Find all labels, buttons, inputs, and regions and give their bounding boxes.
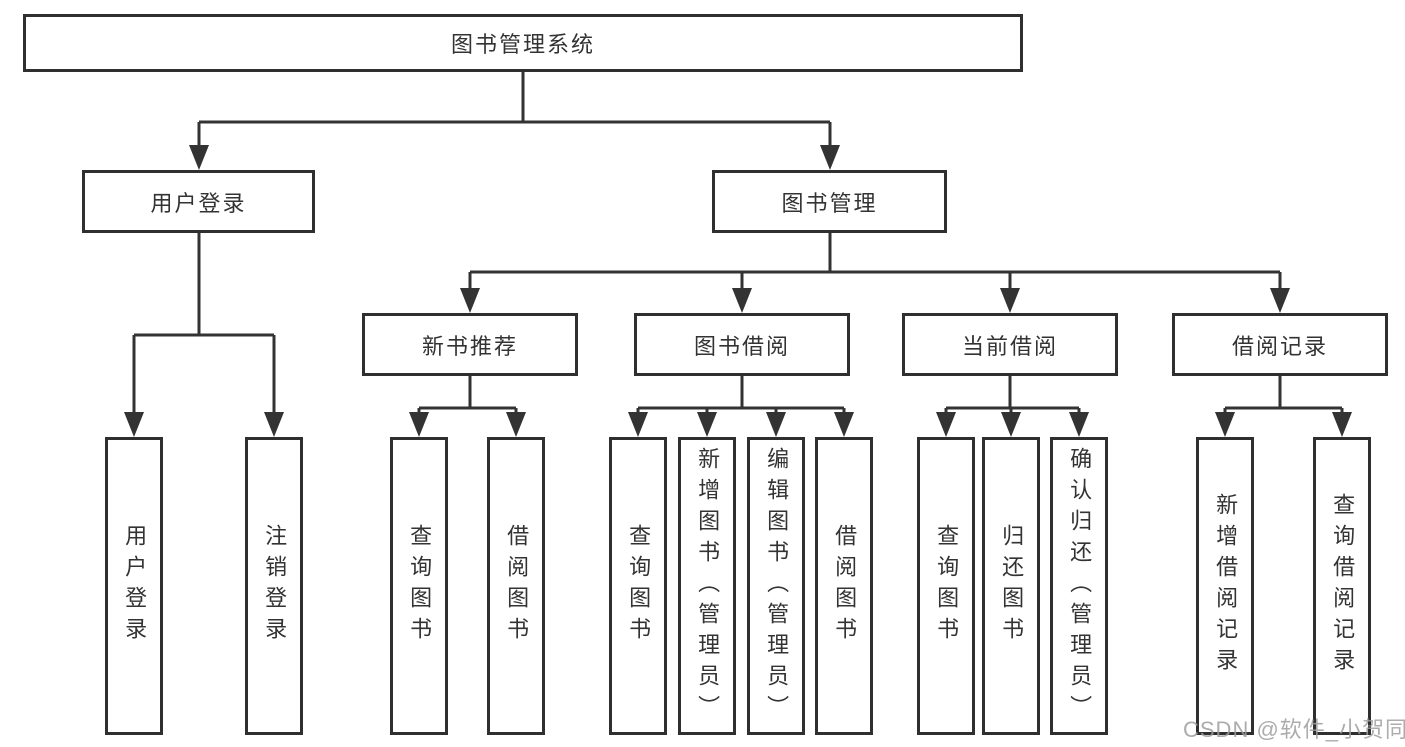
csdn-watermark: CSDN @软件_小贺同学 (1183, 717, 1405, 742)
leaf-recommend-borrow-book-label: 借阅图书 (504, 524, 530, 648)
leaf-borrow-add-book-admin: 新增图书（管理员） (678, 437, 736, 735)
leaf-borrow-edit-book-admin-label: 编辑图书（管理员） (764, 446, 790, 726)
leaf-current-query-book-label: 查询图书 (934, 524, 960, 648)
leaf-current-query-book: 查询图书 (917, 437, 975, 735)
node-new-book-recommend: 新书推荐 (362, 313, 578, 376)
leaf-user-login-label: 用户登录 (122, 524, 148, 648)
arrowheads (124, 145, 1352, 437)
leaf-records-add-record-label: 新增借阅记录 (1213, 493, 1239, 679)
leaf-recommend-borrow-book: 借阅图书 (487, 437, 545, 735)
node-library-system: 图书管理系统 (23, 14, 1023, 72)
leaf-borrow-edit-book-admin: 编辑图书（管理员） (747, 437, 805, 735)
leaf-borrow-borrow-book-label: 借阅图书 (832, 524, 858, 648)
node-book-management-label: 图书管理 (781, 190, 878, 216)
leaf-records-query-record: 查询借阅记录 (1313, 437, 1371, 735)
node-new-book-recommend-label: 新书推荐 (421, 333, 518, 359)
leaf-current-return-book-label: 归还图书 (999, 524, 1025, 648)
leaf-current-confirm-return-admin-label: 确认归还（管理员） (1067, 446, 1093, 726)
leaf-recommend-query-book-label: 查询图书 (407, 524, 433, 648)
node-borrow-records: 借阅记录 (1172, 313, 1388, 376)
leaf-records-query-record-label: 查询借阅记录 (1330, 493, 1356, 679)
leaf-records-add-record: 新增借阅记录 (1196, 437, 1254, 735)
node-user-login: 用户登录 (82, 170, 315, 233)
leaf-logout: 注销登录 (245, 437, 303, 735)
leaf-borrow-query-book-label: 查询图书 (626, 524, 652, 648)
leaf-borrow-borrow-book: 借阅图书 (815, 437, 873, 735)
leaf-current-return-book: 归还图书 (982, 437, 1040, 735)
node-book-borrow-label: 图书借阅 (693, 333, 790, 359)
leaf-current-confirm-return-admin: 确认归还（管理员） (1050, 437, 1108, 735)
node-current-borrow: 当前借阅 (902, 313, 1118, 376)
leaf-borrow-query-book: 查询图书 (609, 437, 667, 735)
leaf-recommend-query-book: 查询图书 (390, 437, 448, 735)
node-borrow-records-label: 借阅记录 (1231, 333, 1328, 359)
leaf-logout-label: 注销登录 (262, 524, 288, 648)
node-current-borrow-label: 当前借阅 (961, 333, 1058, 359)
node-book-management: 图书管理 (712, 170, 947, 233)
leaf-user-login: 用户登录 (105, 437, 163, 735)
leaf-borrow-add-book-admin-label: 新增图书（管理员） (695, 446, 721, 726)
node-book-borrow: 图书借阅 (634, 313, 850, 376)
node-user-login-label: 用户登录 (150, 190, 247, 216)
node-library-system-label: 图书管理系统 (450, 32, 595, 57)
